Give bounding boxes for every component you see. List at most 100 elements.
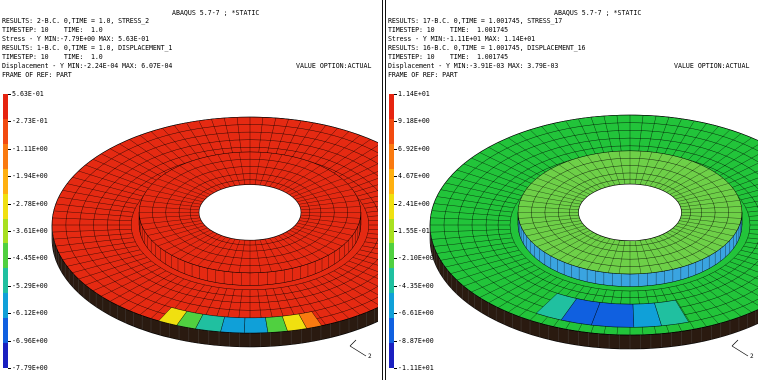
- divider: [382, 0, 383, 380]
- legend-tick: [394, 203, 397, 205]
- hub-mesh-radial: [558, 164, 598, 191]
- hub-mesh-radial: [139, 206, 200, 210]
- mesh-radial: [359, 249, 378, 255]
- mesh-radial: [450, 254, 523, 274]
- hub-mesh-radial: [197, 236, 227, 266]
- mesh-radial: [139, 278, 185, 315]
- mesh-radial: [109, 270, 167, 302]
- legend-swatch: [3, 168, 8, 194]
- hub-mesh-radial: [520, 217, 580, 225]
- hub-mesh-radial: [680, 200, 740, 208]
- mesh-radial: [364, 206, 378, 209]
- hub-mesh-radial: [531, 183, 585, 200]
- legend-tick: [8, 368, 11, 369]
- hub-mesh-radial: [179, 165, 218, 192]
- hub-mesh-radial: [217, 238, 236, 271]
- mesh-radial: [479, 268, 540, 298]
- legend-label: -4.35E+00: [398, 281, 434, 290]
- viewport-left[interactable]: 2 ABAQUS 5.7-7 ; *STATIC RESULTS: 2-B.C.…: [0, 0, 378, 380]
- mesh-radial: [109, 148, 167, 180]
- header-line-left-5: TIMESTEP: 10 TIME: 1.0: [2, 53, 103, 61]
- model-right: 2: [429, 114, 758, 360]
- hub-mesh-radial: [587, 238, 611, 270]
- legend-swatch: [3, 118, 8, 144]
- axis-line: [731, 345, 749, 357]
- legend-tick: [394, 368, 397, 369]
- hub-mesh-radial: [147, 222, 203, 236]
- header-line-right-5: TIMESTEP: 10 TIME: 1.001745: [388, 53, 508, 61]
- legend-tick: [394, 176, 397, 178]
- value-option-left: VALUE OPTION:ACTUAL: [296, 62, 372, 70]
- legend-label: 6.92E+00: [398, 144, 430, 153]
- hub-mesh-radial: [141, 200, 200, 208]
- mesh-radial: [359, 195, 378, 201]
- mesh-radial: [714, 271, 758, 296]
- legend-swatch: [3, 318, 8, 344]
- hub-mesh-radial: [644, 153, 663, 186]
- legend-swatch: [3, 243, 8, 269]
- hub-mesh-radial: [292, 178, 343, 198]
- hub-mesh-radial: [672, 178, 724, 197]
- hub-mesh-radial: [522, 194, 581, 205]
- mesh-radial: [302, 128, 338, 168]
- mesh-radial: [725, 170, 758, 185]
- legend-swatch: [389, 293, 394, 319]
- legend-swatch: [389, 268, 394, 294]
- mesh-radial: [139, 135, 185, 172]
- value-option-right: VALUE OPTION:ACTUAL: [674, 62, 750, 70]
- mesh-radial: [333, 154, 378, 180]
- mesh-radial: [92, 264, 156, 291]
- mesh-radial: [733, 184, 758, 193]
- mesh-radial: [696, 133, 742, 171]
- mesh-radial: [72, 253, 144, 273]
- hub-mesh-radial: [666, 168, 710, 193]
- legend-swatch: [3, 293, 8, 319]
- hub-mesh-radial: [217, 154, 236, 186]
- legend-tick: [8, 203, 11, 205]
- mesh-radial: [101, 267, 161, 297]
- legend-tick: [394, 313, 397, 315]
- mesh-radial: [450, 176, 523, 196]
- legend-tick: [394, 94, 397, 95]
- mesh-radial: [725, 265, 758, 280]
- header-line-left-6: Displacement - Y MIN:-2.24E-04 MAX: 6.07…: [2, 62, 173, 70]
- hub-mesh-radial: [639, 240, 652, 273]
- hub-mesh-radial: [679, 220, 738, 231]
- hub-hole: [198, 184, 302, 241]
- hub-mesh-radial: [666, 232, 710, 257]
- legend-tick: [8, 340, 11, 342]
- legend-label: 2.41E+00: [398, 199, 430, 208]
- legend-tick: [8, 176, 11, 178]
- hub-mesh-radial: [634, 151, 642, 185]
- hub-mesh-radial: [164, 173, 211, 195]
- mesh-radial: [150, 131, 191, 170]
- hub-mesh-radial: [278, 161, 312, 190]
- hub-mesh-radial: [254, 240, 262, 273]
- legend-label: -1.94E+00: [12, 172, 48, 181]
- mesh-radial: [733, 257, 758, 266]
- mesh-radial: [682, 126, 719, 166]
- mesh-radial: [348, 260, 378, 272]
- hub-mesh-radial: [649, 238, 673, 270]
- mesh-radial: [67, 183, 141, 201]
- viewport-right[interactable]: 2 ABAQUS 5.7-7 ; *STATIC RESULTS: 17-B.C…: [386, 0, 758, 380]
- hub-mesh-radial: [536, 228, 588, 247]
- hub-mesh-radial: [141, 217, 200, 225]
- mesh-radial: [456, 257, 527, 281]
- mesh-radial: [150, 280, 191, 319]
- legend-tick: [8, 121, 11, 123]
- legend-swatch: [3, 143, 8, 169]
- header-line-right-7: FRAME OF REF: PART: [388, 71, 458, 79]
- hub-mesh-radial: [669, 173, 717, 195]
- mesh-radial: [729, 261, 758, 273]
- mesh-radial: [518, 279, 564, 317]
- hub-mesh-radial: [608, 151, 621, 185]
- header-line-left-7: FRAME OF REF: PART: [2, 71, 72, 79]
- mesh-radial: [743, 200, 758, 204]
- mesh-radial: [58, 196, 136, 209]
- mesh-radial: [328, 145, 378, 177]
- mesh-radial: [709, 144, 758, 176]
- legend-tick: [8, 285, 11, 287]
- axis-line: [731, 339, 739, 347]
- hub-mesh-radial: [259, 239, 272, 272]
